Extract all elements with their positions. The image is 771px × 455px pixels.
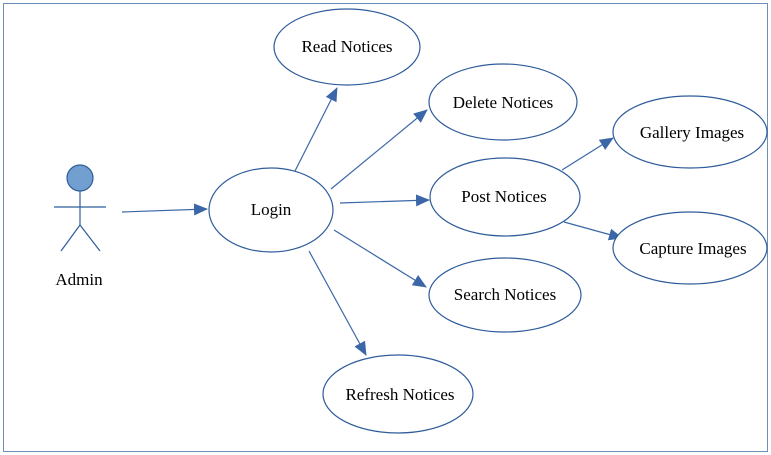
ellipse-capture-images bbox=[612, 211, 768, 285]
use-case-delete-notices: Delete Notices bbox=[428, 63, 578, 141]
label-delete-notices: Delete Notices bbox=[453, 93, 554, 112]
use-case-gallery-images: Gallery Images bbox=[612, 95, 768, 169]
ellipse-search-notices bbox=[428, 257, 582, 333]
label-read-notices: Read Notices bbox=[301, 37, 392, 56]
label-post-notices: Post Notices bbox=[461, 187, 546, 206]
label-capture-images: Capture Images bbox=[639, 239, 746, 258]
use-case-capture-images: Capture Images bbox=[612, 211, 768, 285]
use-case-search-notices: Search Notices bbox=[428, 257, 582, 333]
actor-left-leg bbox=[60, 224, 81, 252]
actor-head bbox=[66, 164, 94, 192]
ellipse-read-notices bbox=[273, 8, 421, 86]
arrow-admin-to-login bbox=[121, 203, 208, 216]
label-search-notices: Search Notices bbox=[454, 285, 556, 304]
relations bbox=[121, 87, 623, 356]
arrow-login-to-post-notices bbox=[339, 194, 430, 207]
actor-label: Admin bbox=[55, 270, 103, 289]
use-case-read-notices: Read Notices bbox=[273, 8, 421, 86]
arrow-login-to-refresh-notices bbox=[308, 250, 367, 356]
arrow-post-to-gallery-images bbox=[561, 137, 614, 171]
ellipse-post-notices bbox=[429, 157, 581, 237]
label-gallery-images: Gallery Images bbox=[640, 123, 744, 142]
ellipse-delete-notices bbox=[428, 63, 578, 141]
actor-right-leg bbox=[79, 224, 101, 252]
arrow-login-to-delete-notices bbox=[330, 109, 428, 190]
use-case-login: Login bbox=[208, 167, 334, 253]
ellipse-gallery-images bbox=[612, 95, 768, 169]
label-login: Login bbox=[251, 200, 292, 219]
arrow-login-to-search-notices bbox=[333, 229, 427, 288]
admin-actor: Admin bbox=[54, 164, 106, 289]
ellipse-login bbox=[208, 167, 334, 253]
arrow-post-to-capture-images bbox=[563, 221, 623, 241]
use-case-refresh-notices: Refresh Notices bbox=[322, 354, 474, 434]
ellipse-refresh-notices bbox=[322, 354, 474, 434]
use-case-post-notices: Post Notices bbox=[429, 157, 581, 237]
label-refresh-notices: Refresh Notices bbox=[345, 385, 454, 404]
arrow-login-to-read-notices bbox=[294, 87, 338, 172]
